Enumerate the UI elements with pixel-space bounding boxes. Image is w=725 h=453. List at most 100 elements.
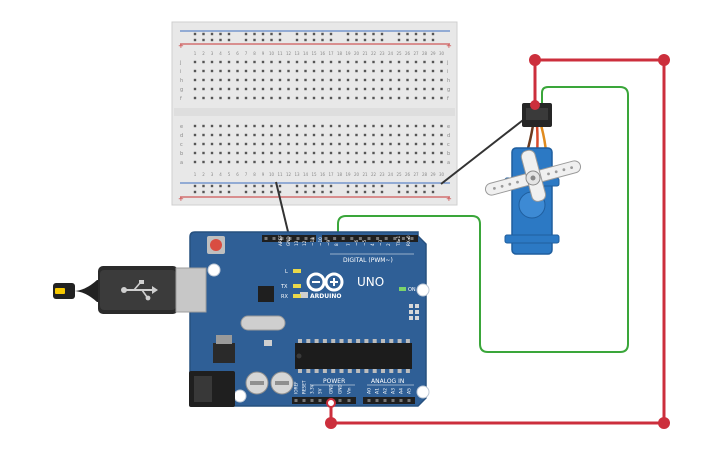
rail-hole[interactable] <box>355 38 358 42</box>
rail-hole[interactable] <box>312 184 316 188</box>
header-hole[interactable] <box>399 399 403 402</box>
terminal-hole[interactable] <box>372 124 375 128</box>
header-hole[interactable] <box>367 399 371 402</box>
terminal-hole[interactable] <box>261 124 265 128</box>
terminal-hole[interactable] <box>338 96 341 100</box>
wire-junctions[interactable] <box>325 54 670 429</box>
terminal-hole[interactable] <box>363 96 367 100</box>
terminal-hole[interactable] <box>355 142 358 146</box>
rail-hole[interactable] <box>210 184 214 188</box>
rail-hole[interactable] <box>219 38 222 42</box>
header-hole[interactable] <box>333 237 337 240</box>
rail-hole[interactable] <box>423 38 426 42</box>
terminal-hole[interactable] <box>236 133 239 137</box>
header-hole[interactable] <box>376 237 380 240</box>
terminal-hole[interactable] <box>431 124 435 128</box>
rail-hole[interactable] <box>210 190 214 194</box>
rail-hole[interactable] <box>261 32 265 36</box>
terminal-hole[interactable] <box>312 133 316 137</box>
terminal-hole[interactable] <box>380 160 384 164</box>
breadboard-holes[interactable] <box>193 32 443 194</box>
terminal-hole[interactable] <box>202 160 205 164</box>
header-hole[interactable] <box>324 237 328 240</box>
rail-hole[interactable] <box>193 38 197 42</box>
rail-hole[interactable] <box>304 32 307 36</box>
terminal-hole[interactable] <box>304 133 307 137</box>
terminal-hole[interactable] <box>372 142 375 146</box>
terminal-hole[interactable] <box>363 69 367 73</box>
terminal-hole[interactable] <box>219 87 222 91</box>
terminal-hole[interactable] <box>397 69 401 73</box>
terminal-hole[interactable] <box>304 69 307 73</box>
junction-red-5v-pin[interactable] <box>326 398 336 408</box>
rail-hole[interactable] <box>414 32 418 36</box>
terminal-hole[interactable] <box>210 133 214 137</box>
terminal-hole[interactable] <box>423 96 426 100</box>
terminal-hole[interactable] <box>338 78 341 82</box>
terminal-hole[interactable] <box>236 124 239 128</box>
terminal-hole[interactable] <box>278 142 282 146</box>
terminal-hole[interactable] <box>287 60 290 64</box>
terminal-hole[interactable] <box>346 160 350 164</box>
terminal-hole[interactable] <box>380 69 384 73</box>
terminal-hole[interactable] <box>346 87 350 91</box>
terminal-hole[interactable] <box>261 133 265 137</box>
terminal-hole[interactable] <box>278 133 282 137</box>
terminal-hole[interactable] <box>312 124 316 128</box>
terminal-hole[interactable] <box>227 69 231 73</box>
rail-hole[interactable] <box>312 38 316 42</box>
terminal-hole[interactable] <box>278 78 282 82</box>
digital-header-holes[interactable] <box>264 237 414 240</box>
header-hole[interactable] <box>410 237 414 240</box>
rail-hole[interactable] <box>372 190 375 194</box>
rail-hole[interactable] <box>406 190 409 194</box>
terminal-hole[interactable] <box>244 142 248 146</box>
terminal-hole[interactable] <box>321 124 324 128</box>
terminal-hole[interactable] <box>329 69 333 73</box>
terminal-hole[interactable] <box>295 69 299 73</box>
terminal-hole[interactable] <box>431 160 435 164</box>
terminal-hole[interactable] <box>406 87 409 91</box>
rail-hole[interactable] <box>329 38 333 42</box>
terminal-hole[interactable] <box>295 151 299 155</box>
terminal-hole[interactable] <box>253 87 256 91</box>
terminal-hole[interactable] <box>270 142 273 146</box>
terminal-hole[interactable] <box>295 78 299 82</box>
terminal-hole[interactable] <box>270 78 273 82</box>
reset-button[interactable] <box>210 239 222 251</box>
rail-hole[interactable] <box>202 32 205 36</box>
terminal-hole[interactable] <box>304 87 307 91</box>
rail-hole[interactable] <box>270 38 273 42</box>
terminal-hole[interactable] <box>295 124 299 128</box>
terminal-hole[interactable] <box>329 160 333 164</box>
rail-hole[interactable] <box>355 32 358 36</box>
terminal-hole[interactable] <box>329 87 333 91</box>
rail-hole[interactable] <box>355 184 358 188</box>
terminal-hole[interactable] <box>406 60 409 64</box>
terminal-hole[interactable] <box>227 78 231 82</box>
terminal-hole[interactable] <box>440 60 443 64</box>
rail-hole[interactable] <box>278 184 282 188</box>
terminal-hole[interactable] <box>355 124 358 128</box>
terminal-hole[interactable] <box>440 69 443 73</box>
rail-hole[interactable] <box>227 32 231 36</box>
terminal-hole[interactable] <box>236 60 239 64</box>
rail-hole[interactable] <box>193 32 197 36</box>
terminal-hole[interactable] <box>278 60 282 64</box>
header-hole[interactable] <box>264 237 268 240</box>
terminal-hole[interactable] <box>312 142 316 146</box>
rail-hole[interactable] <box>346 184 350 188</box>
terminal-hole[interactable] <box>236 69 239 73</box>
rail-hole[interactable] <box>363 38 367 42</box>
terminal-hole[interactable] <box>295 133 299 137</box>
terminal-hole[interactable] <box>270 60 273 64</box>
terminal-hole[interactable] <box>278 96 282 100</box>
terminal-hole[interactable] <box>227 60 231 64</box>
terminal-hole[interactable] <box>338 142 341 146</box>
terminal-hole[interactable] <box>397 78 401 82</box>
rail-hole[interactable] <box>346 190 350 194</box>
rail-hole[interactable] <box>244 190 248 194</box>
terminal-hole[interactable] <box>423 142 426 146</box>
